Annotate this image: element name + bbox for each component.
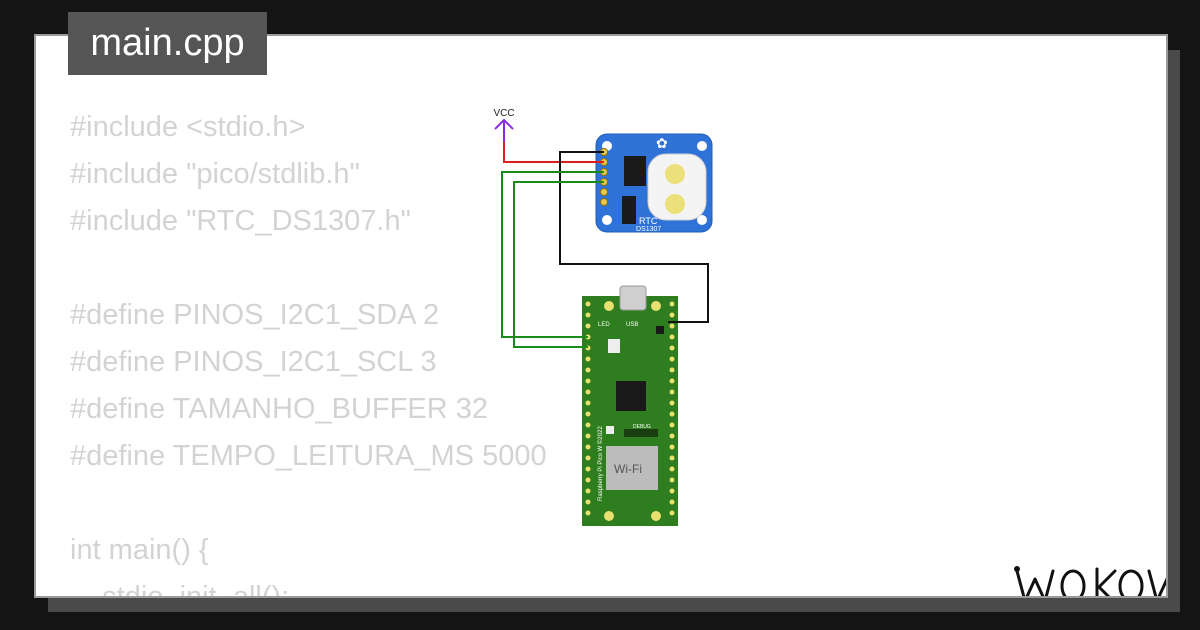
pico-pin	[669, 444, 675, 450]
pico-pin	[669, 422, 675, 428]
pico-pin	[585, 488, 591, 494]
pico-pin	[669, 356, 675, 362]
wire-sda	[501, 171, 604, 338]
pico-pin	[669, 477, 675, 483]
pico-pin	[669, 345, 675, 351]
pico-pin	[585, 477, 591, 483]
code-preview: #include <stdio.h> #include "pico/stdlib…	[70, 104, 547, 598]
code-line: #define TEMPO_LEITURA_MS 5000	[70, 440, 547, 472]
circuit-diagram: VCC ✿ RTC DS1307	[493, 108, 713, 526]
wires	[501, 142, 709, 348]
pico-pin	[585, 400, 591, 406]
vcc-label: VCC	[493, 108, 514, 119]
code-line: #define PINOS_I2C1_SCL 3	[70, 346, 437, 378]
code-line: #include "RTC_DS1307.h"	[70, 205, 411, 237]
wire-gnd	[559, 151, 709, 323]
pico-pin	[669, 499, 675, 505]
pico-pin	[669, 367, 675, 373]
code-line: #include "pico/stdlib.h"	[70, 158, 360, 190]
rtc-chip-label: DS1307	[636, 226, 661, 233]
pico-pin	[585, 510, 591, 516]
pico-pin	[669, 455, 675, 461]
pico-pin	[669, 312, 675, 318]
pico-pin	[669, 433, 675, 439]
pico-pin	[669, 411, 675, 417]
pico-pin	[585, 433, 591, 439]
pico-pin	[669, 301, 675, 307]
pico-right-pins	[669, 301, 675, 516]
pico-pin	[585, 455, 591, 461]
pico-pin	[585, 411, 591, 417]
pico-pin	[669, 378, 675, 384]
debug-label: DEBUG	[633, 424, 651, 430]
vcc-symbol: VCC	[493, 108, 515, 142]
wire-vcc	[503, 142, 604, 163]
usb-label: USB	[626, 322, 638, 328]
pico-pin	[669, 400, 675, 406]
code-line: stdio_init_all();	[70, 581, 290, 598]
code-line: #define PINOS_I2C1_SDA 2	[70, 299, 440, 331]
pico-pin	[585, 356, 591, 362]
pico-pin	[669, 323, 675, 329]
pico-w-board[interactable]: USB LED DEBUG Wi-Fi Raspberry Pi Pico W …	[582, 285, 678, 526]
pico-pin	[585, 378, 591, 384]
pico-pin	[585, 323, 591, 329]
code-line: #define TAMANHO_BUFFER 32	[70, 393, 488, 425]
filename-tab[interactable]: main.cpp	[68, 12, 267, 75]
pico-pin	[669, 510, 675, 516]
wokwi-logo	[1014, 566, 1166, 596]
pico-pin	[585, 312, 591, 318]
pico-pin	[585, 301, 591, 307]
rtc-module[interactable]: ✿ RTC DS1307	[595, 133, 713, 233]
wifi-label: Wi-Fi	[614, 462, 642, 476]
svg-text:✿: ✿	[656, 135, 668, 151]
wire-scl	[513, 181, 604, 348]
pico-board-label: Raspberry Pi Pico W ©2022	[597, 426, 604, 501]
pico-pin	[585, 389, 591, 395]
pico-pin	[585, 444, 591, 450]
pico-pin	[585, 367, 591, 373]
preview-card: #include <stdio.h> #include "pico/stdlib…	[34, 34, 1168, 598]
pico-pin	[669, 334, 675, 340]
pico-pin	[585, 466, 591, 472]
pico-pin	[585, 422, 591, 428]
code-line: #include <stdio.h>	[70, 111, 306, 143]
code-line: int main() {	[70, 534, 209, 566]
rtc-label: RTC	[639, 216, 658, 226]
led-label: LED	[598, 322, 610, 328]
pico-pin	[669, 488, 675, 494]
pico-pin	[669, 389, 675, 395]
pico-pin	[669, 466, 675, 472]
pico-pin	[585, 499, 591, 505]
